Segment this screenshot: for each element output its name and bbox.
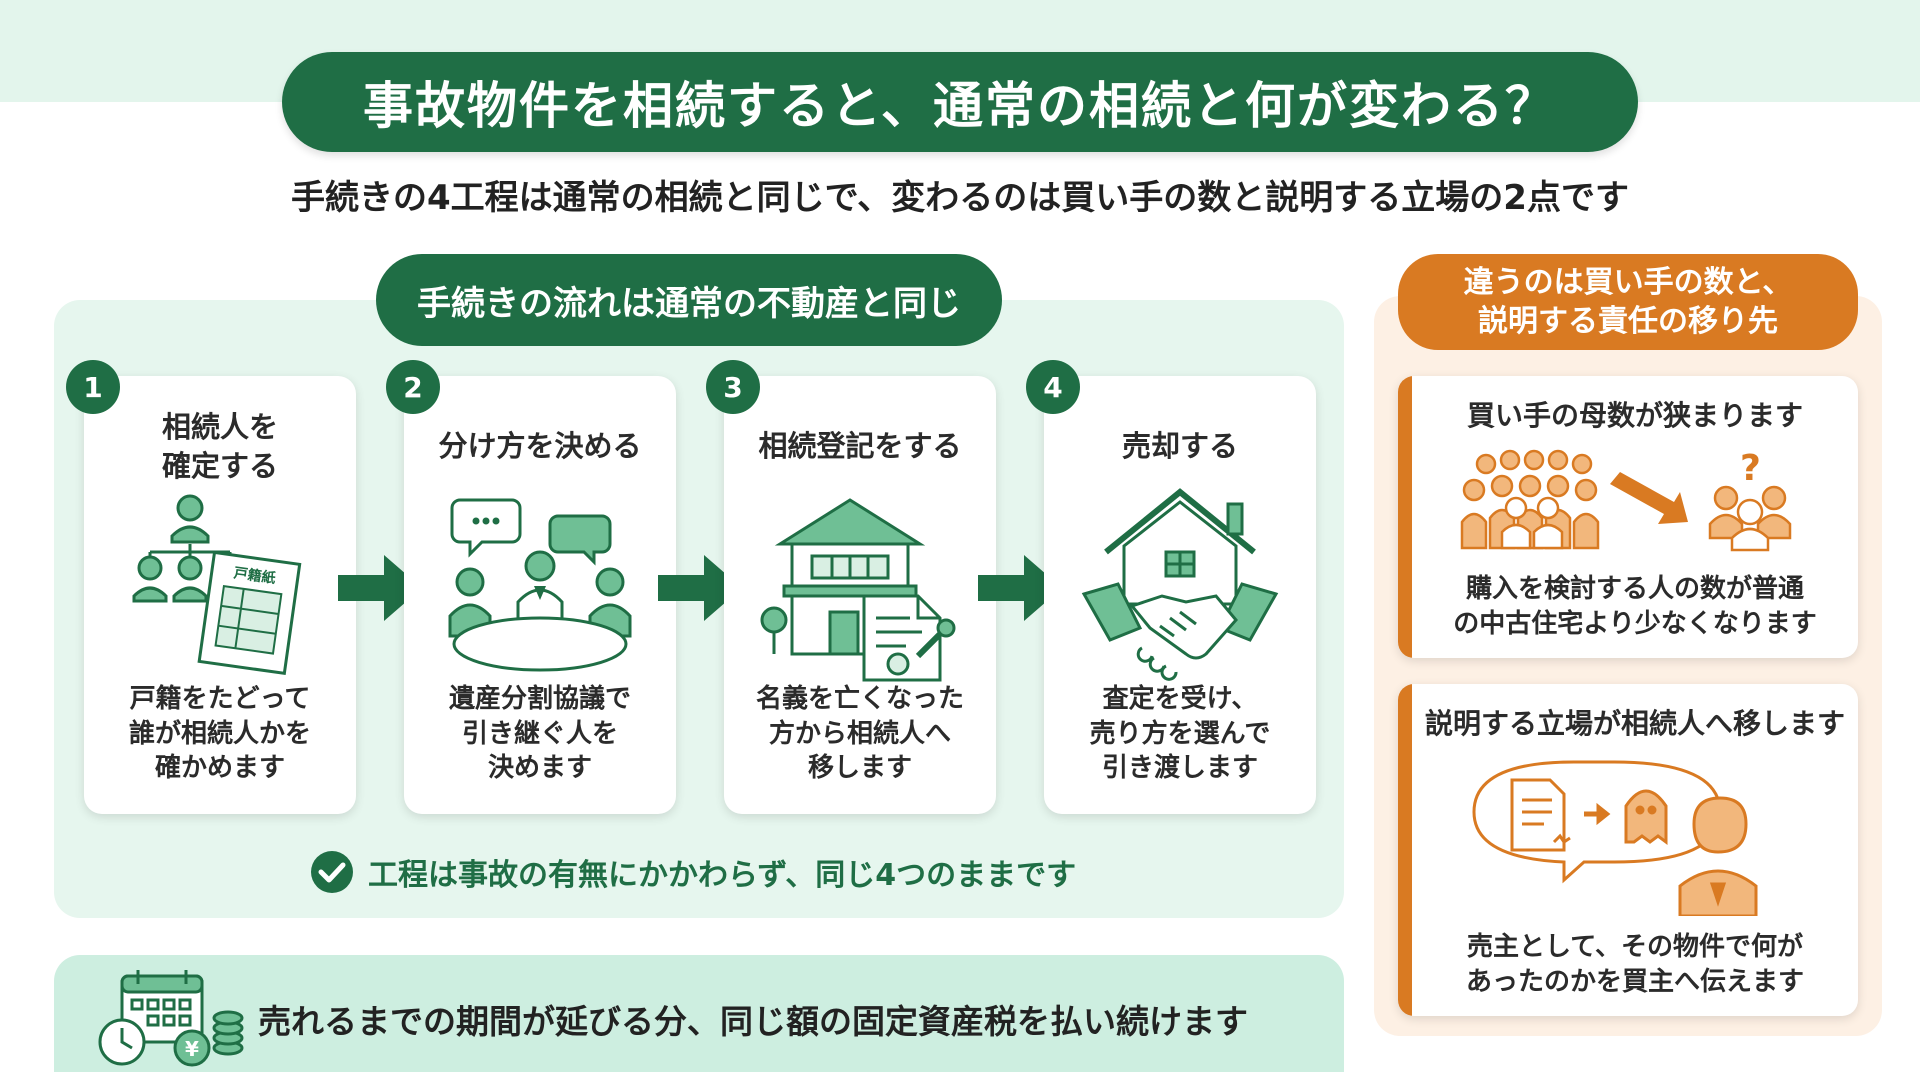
differences-heading: 違うのは買い手の数と、 説明する責任の移り先 xyxy=(1398,254,1858,350)
difference-card-1: 買い手の母数が狭まります ? 購入を検討する人の数が普通 の中古住宅より少なくな… xyxy=(1398,376,1858,658)
step-number-2: 2 xyxy=(386,360,440,414)
difference-card-desc: 売主として、その物件で何が あったのかを買主へ伝えます xyxy=(1465,932,1804,997)
step-desc: 査定を受け、 売り方を選んで 引き渡します xyxy=(1089,684,1271,784)
arrow-right-icon xyxy=(338,555,422,621)
differences-heading-line1: 違うのは買い手の数と、 xyxy=(1463,265,1793,300)
svg-text:?: ? xyxy=(1740,448,1761,489)
flow-heading: 手続きの流れは通常の不動産と同じ xyxy=(376,254,1002,346)
svg-text:¥: ¥ xyxy=(185,1037,199,1061)
tax-text: 売れるまでの期間が延びる分、同じ額の固定資産税を払い続けます xyxy=(258,1002,1248,1041)
step-card-2: 分け方を決める 遺産分割協議で 引き継ぐ人を 決めます xyxy=(404,376,676,814)
arrow-right-icon xyxy=(978,555,1062,621)
house-registration-document-icon xyxy=(760,498,956,682)
difference-card-2: 説明する立場が相続人へ移します 売主として、その物件で何が あったのかを買主へ伝… xyxy=(1398,684,1858,1016)
flow-note-text: 工程は事故の有無にかかわらず、同じ4つのままです xyxy=(368,858,1077,893)
step-title: 相続登記をする xyxy=(758,429,962,464)
step-title: 相続人を 確定する xyxy=(161,409,278,483)
step-desc: 戸籍をたどって 誰が相続人かを 確かめます xyxy=(128,684,311,784)
document-label: 戸籍紙 xyxy=(233,564,277,587)
difference-card-title: 説明する立場が相続人へ移します xyxy=(1424,707,1845,740)
speech-document-ghost-icon xyxy=(1472,760,1758,916)
crowd-to-few-people-icon: ? xyxy=(1460,448,1792,552)
check-circle-icon xyxy=(311,851,353,893)
step-card-1: 相続人を 確定する 戸籍紙 戸籍をたどって 誰が相続人かを 確かめます xyxy=(84,376,356,814)
arrow-right-icon xyxy=(658,555,742,621)
difference-card-desc: 購入を検討する人の数が普通 の中古住宅より少なくなります xyxy=(1453,574,1817,639)
step-title: 分け方を決める xyxy=(438,429,642,464)
step-title: 売却する xyxy=(1121,429,1238,464)
step-number-3: 3 xyxy=(706,360,760,414)
step-desc: 遺産分割協議で 引き継ぐ人を 決めます xyxy=(448,684,631,784)
difference-card-title: 買い手の母数が狭まります xyxy=(1466,399,1803,432)
house-handshake-icon xyxy=(1081,488,1279,681)
tax-band xyxy=(54,955,1344,1072)
step-card-4: 売却する 査定を受け、 売り方を選んで 引き渡します xyxy=(1044,376,1316,814)
step-desc: 名義を亡くなった 方から相続人へ 移します xyxy=(755,684,964,784)
step-card-3: 相続登記をする 名義を亡くなった 方から相続人へ 移します xyxy=(724,376,996,814)
flow-note: 工程は事故の有無にかかわらず、同じ4つのままです xyxy=(310,850,1076,894)
differences-heading-line2: 説明する責任の移り先 xyxy=(1478,304,1778,339)
meeting-table-icon xyxy=(448,498,632,672)
family-tree-document-icon: 戸籍紙 xyxy=(132,494,302,676)
step-number-1: 1 xyxy=(66,360,120,414)
step-number-4: 4 xyxy=(1026,360,1080,414)
calendar-clock-yen-coins-icon: ¥ xyxy=(98,970,244,1067)
page-subtitle: 手続きの4工程は通常の相続と同じで、変わるのは買い手の数と説明する立場の2点です xyxy=(291,178,1629,218)
page-title: 事故物件を相続すると、通常の相続と何が変わる？ xyxy=(282,52,1638,152)
